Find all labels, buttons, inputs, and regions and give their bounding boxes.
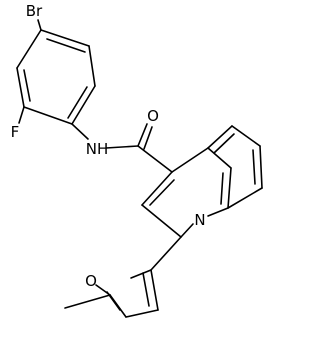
substituent-bonds [18,19,173,173]
bond [180,223,194,238]
bond-nh-c [105,145,139,149]
amide-nh-label: NH [86,140,109,158]
bond [141,204,182,238]
bromofluorophenyl-ring [16,29,96,125]
quinoline-pyridine-ring [141,147,232,238]
quinoline-benzo-ring [207,125,263,209]
bond [125,309,159,318]
bond [130,269,152,279]
bond [16,67,25,108]
bond [16,29,42,69]
methylfuran-ring [64,236,182,318]
bond [149,179,175,206]
molecule-diagram: Br F NH O N O [11,2,263,318]
bond [46,38,86,53]
bond [141,171,173,206]
bond [220,172,224,205]
bond-c-o-double [143,126,153,150]
bond-c-nh [71,123,89,140]
bond [71,85,96,125]
bond-methyl [64,294,111,309]
bond [95,284,111,296]
bond [213,133,235,154]
bond [23,106,73,125]
bond [227,167,232,209]
bond-quinoline-furan [150,236,182,271]
bond [259,145,263,189]
bond [67,86,88,119]
bond-amide-c4 [137,145,173,173]
bromine-label: Br [26,2,43,20]
bond [150,269,159,311]
bond-c-br [37,19,42,31]
bond [207,207,229,217]
bond-c-o-double [137,123,148,147]
structure-canvas: Br F NH O N O [10,2,263,318]
carbonyl-oxygen-label: O [147,107,159,125]
furan-oxygen-label: O [85,272,97,290]
bond [40,29,90,47]
bond [207,125,233,149]
bond [88,45,96,87]
bond [252,149,256,185]
bond [231,125,261,147]
bond [227,187,263,209]
quinoline-nitrogen-label: N [194,211,205,229]
bond [171,147,209,173]
fluorine-label: F [11,123,20,141]
bond [207,147,232,169]
bond [23,69,31,102]
bond-c-f [18,106,25,124]
bond [142,272,150,307]
